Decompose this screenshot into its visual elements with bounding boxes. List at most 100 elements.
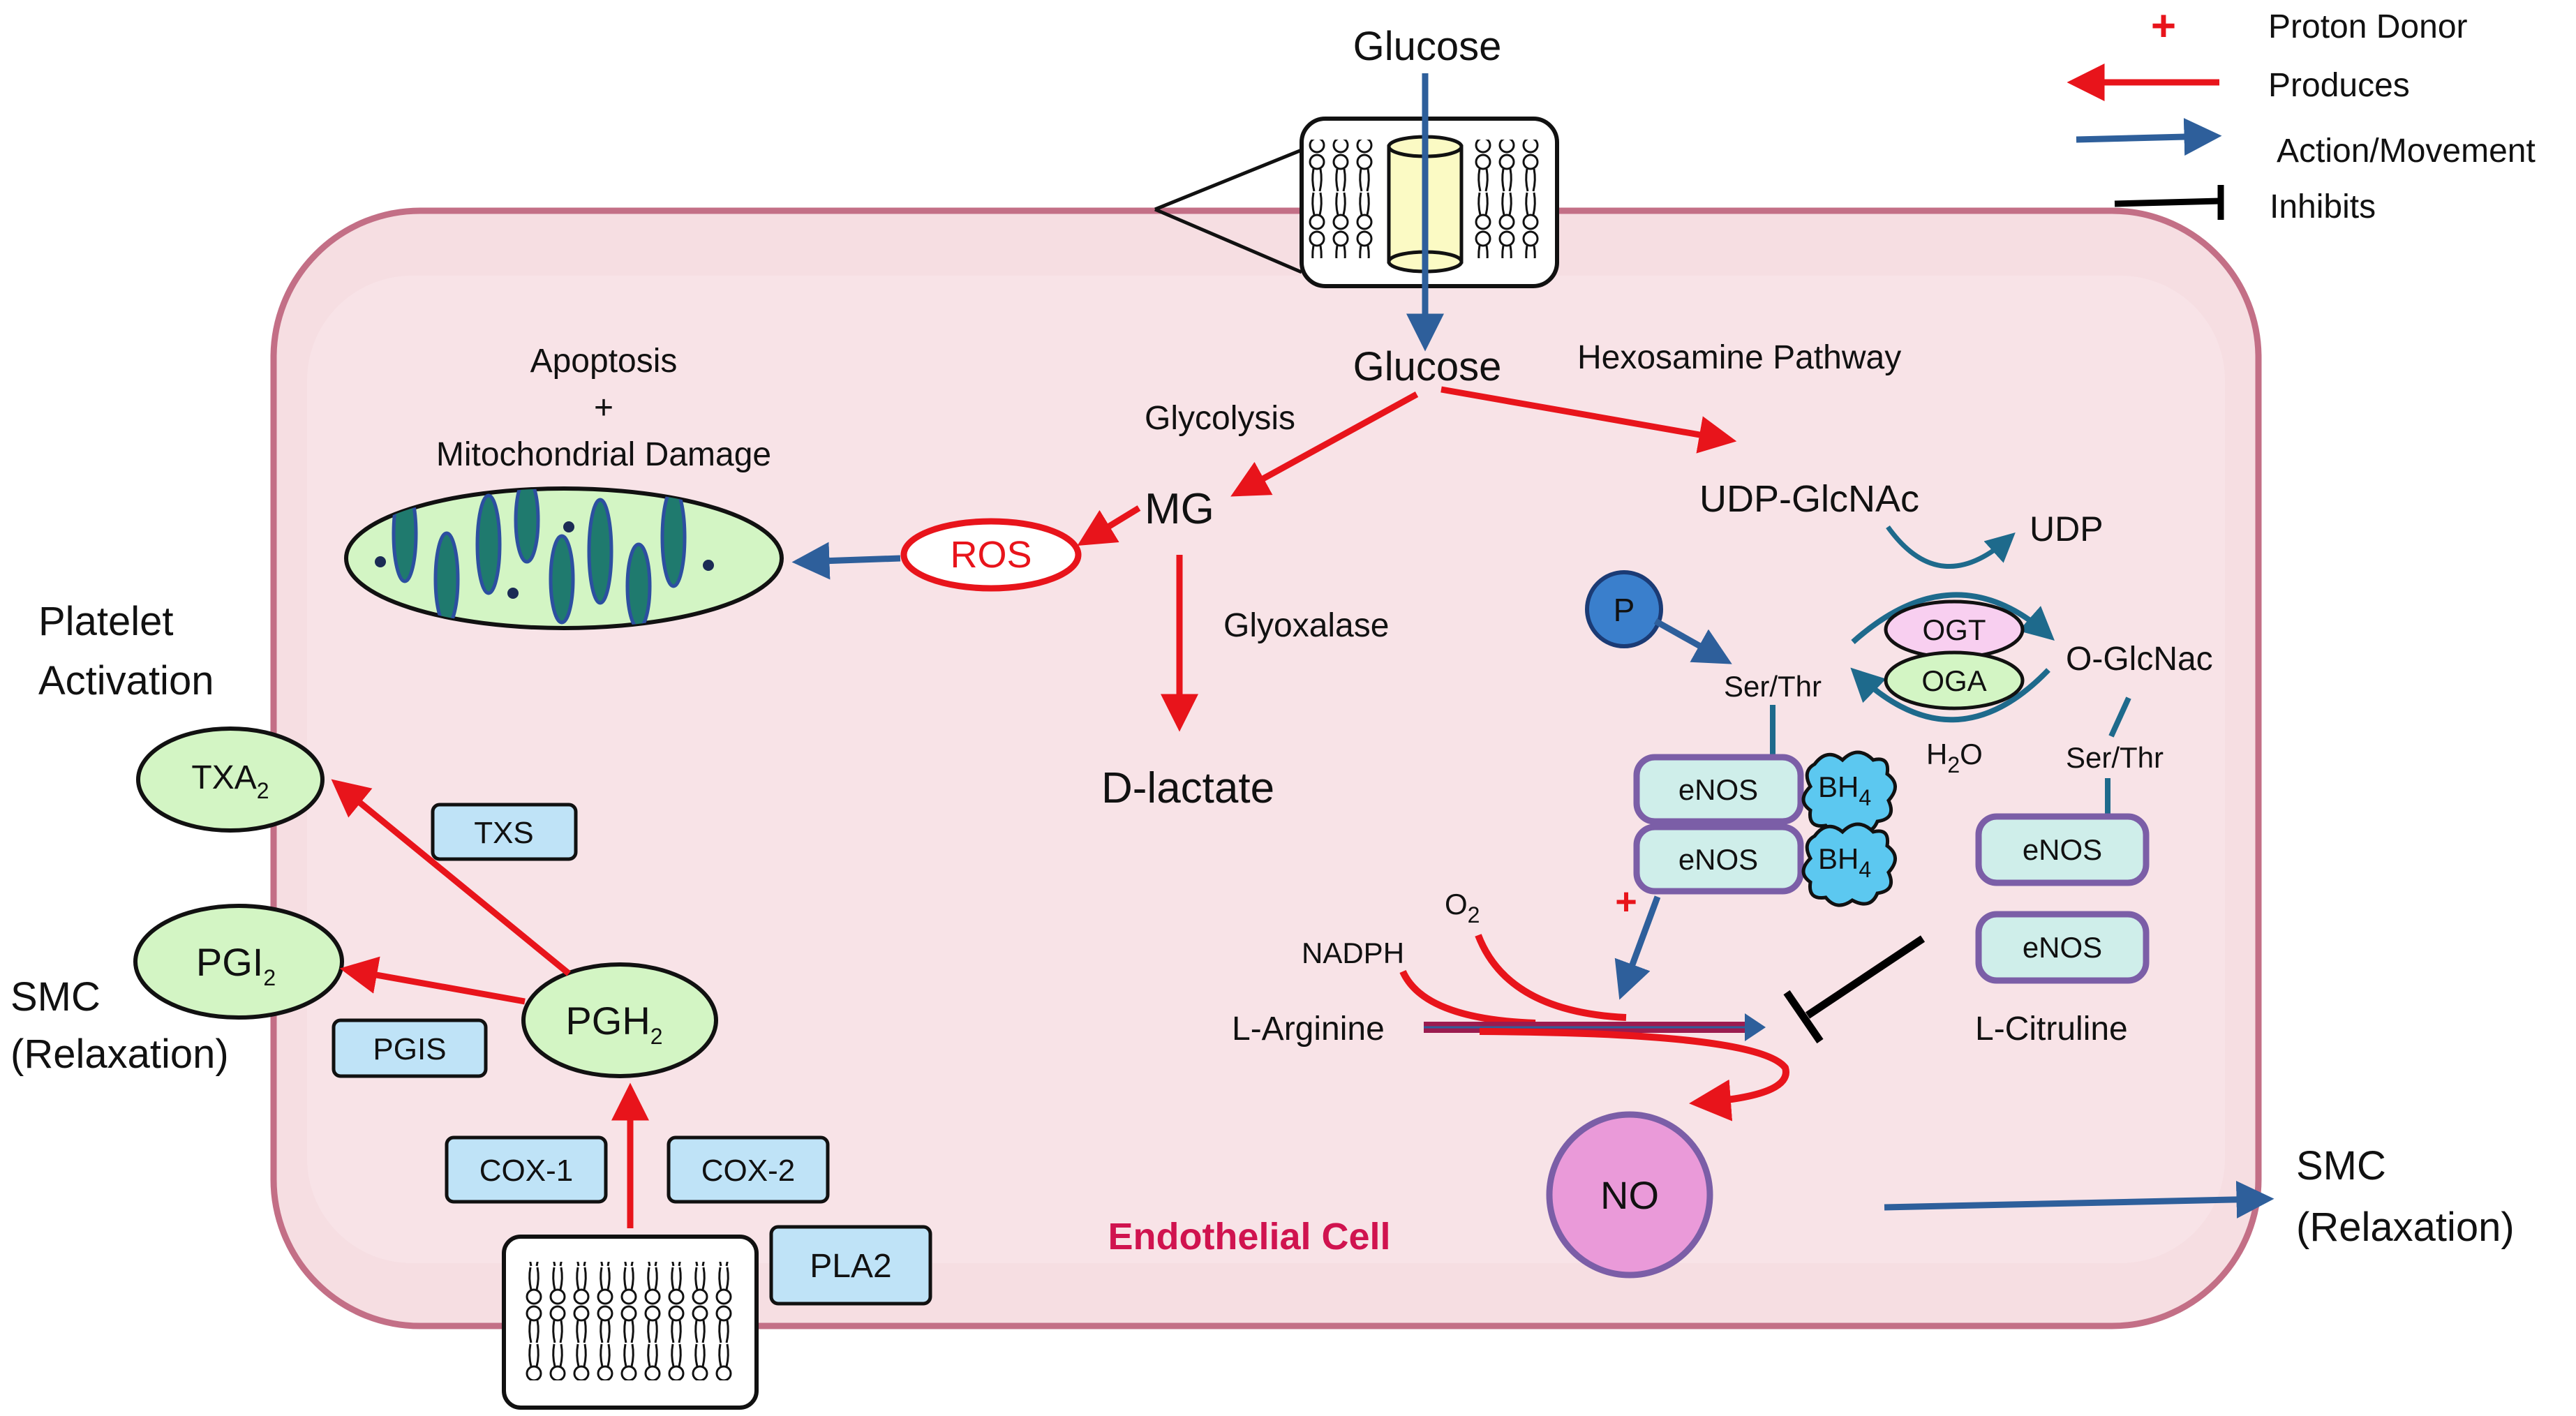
crista — [475, 493, 502, 595]
txa2-node — [136, 726, 325, 833]
glycolysis-arrow — [1230, 392, 1419, 497]
pgh2-to-pgi2-arrow — [339, 956, 526, 1005]
no-node — [1546, 1111, 1713, 1279]
legend-action-arrow — [2076, 118, 2222, 156]
d-lactate-label: D-lactate — [1101, 764, 1274, 812]
cox2-enzyme-box — [667, 1135, 830, 1204]
l-citruline-label: L-Citruline — [1975, 1011, 2128, 1048]
cox2-label: COX-2 — [701, 1154, 795, 1188]
crista — [549, 534, 575, 625]
o2-label: O2 — [1445, 888, 1480, 927]
platelet-label: Platelet — [38, 599, 173, 644]
bh4-cofactor-2: BH4 — [1801, 822, 1897, 907]
legend-action-label: Action/Movement — [2277, 133, 2536, 170]
pgh2-label: PGH2 — [565, 999, 662, 1049]
enos-to-reaction-arrow — [1614, 895, 1661, 1000]
enos-2-label: eNOS — [1678, 843, 1758, 876]
enos-1-label: eNOS — [1678, 773, 1758, 806]
cox1-label: COX-1 — [479, 1154, 573, 1188]
glucose-inside-label: Glucose — [1353, 344, 1502, 389]
glycolysis-label: Glycolysis — [1145, 400, 1295, 437]
no-to-smc-arrow — [1884, 1180, 2275, 1218]
legend-proton-symbol: + — [2151, 2, 2176, 50]
udp-label: UDP — [2030, 509, 2104, 549]
hexosamine-pathway-label: Hexosamine Pathway — [1577, 339, 1901, 376]
smc-left-relaxation-label: (Relaxation) — [10, 1031, 229, 1077]
crista — [587, 498, 613, 605]
crista — [660, 489, 687, 588]
legend-inhibits-label: Inhibits — [2270, 188, 2376, 225]
zoom-line-bottom — [1154, 207, 1302, 274]
mg-to-ros-arrow — [1077, 505, 1141, 546]
svg-text:BH4: BH4 — [1818, 842, 1871, 882]
apoptosis-label: Apoptosis — [530, 343, 678, 380]
inhibition-bar — [1783, 990, 1824, 1044]
l-arginine-arrow-head — [1745, 1013, 1766, 1041]
smc-right-label: SMC — [2296, 1143, 2386, 1188]
ser-thr-left-label: Ser/Thr — [1724, 670, 1822, 703]
phosphate-p — [1585, 570, 1663, 648]
no-production-curve — [1479, 1028, 1789, 1121]
phosphate-label: P — [1614, 592, 1635, 628]
pla2-enzyme-box — [769, 1225, 932, 1306]
o-glcnac-label: O-GlcNac — [2066, 641, 2213, 678]
proton-plus: + — [1615, 881, 1637, 923]
lipid-bilayer-top-right — [1473, 140, 1544, 258]
txa2-label: TXA2 — [191, 759, 269, 803]
legend: + Proton Donor Produces Action/Movement … — [2067, 2, 2536, 225]
o-glcnac-to-ser-thr-line — [2108, 696, 2131, 738]
pgh2-to-txa2-arrow — [331, 779, 571, 976]
crista — [625, 542, 652, 628]
pgis-enzyme-box — [332, 1018, 488, 1078]
ogt-label: OGT — [1923, 613, 1986, 646]
no-label: NO — [1600, 1173, 1659, 1217]
phosphorylation-arrow — [1653, 618, 1732, 664]
pla2-label: PLA2 — [810, 1248, 891, 1285]
enos-4-label: eNOS — [2023, 931, 2102, 964]
nadph-input-curve — [1399, 969, 1536, 1027]
mitochondrial-damage-label: Mitochondrial Damage — [436, 436, 771, 473]
enos-coupled-1 — [1633, 754, 1804, 825]
smc-left-label: SMC — [10, 974, 100, 1020]
ros-label: ROS — [950, 534, 1032, 576]
endothelial-cell-label: Endothelial Cell — [1108, 1216, 1390, 1258]
txs-label: TXS — [474, 816, 534, 850]
enos-coupled-2 — [1633, 823, 1804, 895]
glucose-outside-label: Glucose — [1353, 24, 1502, 69]
udp-glcnac-label: UDP-GlcNAc — [1699, 478, 1919, 520]
pgi2-label: PGI2 — [196, 940, 276, 990]
lipid-bilayer-bottom — [520, 1262, 734, 1380]
enos-uncoupled-2 — [1975, 911, 2150, 984]
enos-3-label: eNOS — [2023, 833, 2102, 866]
legend-produces-label: Produces — [2268, 67, 2410, 104]
glyoxalase-label: Glyoxalase — [1223, 607, 1389, 644]
smc-right-relaxation-label: (Relaxation) — [2296, 1205, 2515, 1250]
enos-uncoupled-1 — [1975, 813, 2150, 886]
ros-to-mitochondria-arrow — [791, 542, 901, 580]
legend-inhibits-line — [2114, 198, 2220, 207]
crista — [514, 489, 540, 564]
legend-proton-donor-label: Proton Donor — [2268, 8, 2468, 45]
pgis-label: PGIS — [373, 1032, 446, 1066]
udp-release-arrow — [1886, 525, 2016, 569]
nadph-label: NADPH — [1302, 937, 1404, 969]
apoptosis-plus: + — [594, 389, 613, 426]
pgh2-node — [521, 962, 718, 1078]
oga-cycle-arc-bottom — [1850, 667, 2050, 723]
lipid-bilayer-top-left — [1305, 140, 1376, 258]
mitochondrion — [344, 486, 784, 630]
ser-thr-right-label: Ser/Thr — [2066, 741, 2164, 774]
cox1-enzyme-box — [445, 1135, 608, 1204]
ros-node — [900, 518, 1082, 592]
inhibition-line — [1805, 935, 1926, 1019]
mg-label: MG — [1145, 485, 1214, 533]
crista — [433, 531, 460, 627]
txs-enzyme-box — [431, 803, 578, 861]
l-arginine-label: L-Arginine — [1232, 1011, 1385, 1048]
svg-text:BH4: BH4 — [1818, 770, 1871, 810]
oga-enzyme — [1884, 650, 2025, 710]
zoom-line-top — [1154, 148, 1302, 211]
ogt-cycle-arc-top — [1851, 592, 2055, 644]
